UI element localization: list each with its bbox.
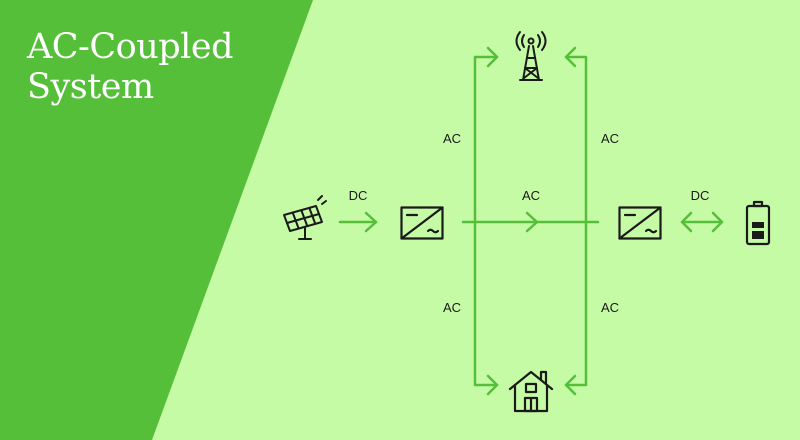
title-line-2: System — [27, 67, 154, 107]
ac-arrowhead-top-right — [564, 46, 577, 68]
ac-arrowhead-bottom-left — [486, 374, 499, 396]
page-title: AC-Coupled System — [27, 27, 234, 107]
inverter-icon — [400, 206, 444, 240]
label-ac-bottom-right: AC — [600, 300, 620, 315]
battery-icon — [745, 200, 771, 246]
solar-panel-icon — [283, 195, 327, 240]
grid-tower-icon — [515, 31, 547, 81]
house-icon — [508, 370, 554, 413]
title-panel — [0, 0, 313, 440]
label-dc-battery: DC — [690, 188, 710, 203]
label-ac-top-left: AC — [442, 131, 462, 146]
label-ac-top-right: AC — [600, 131, 620, 146]
title-line-1: AC-Coupled — [27, 27, 234, 67]
label-ac-bottom-left: AC — [442, 300, 462, 315]
label-ac-middle: AC — [521, 188, 541, 203]
dc-arrowhead-battery-left — [680, 211, 693, 233]
connection-lines — [338, 46, 724, 396]
battery-inverter-icon — [618, 206, 662, 240]
ac-left-vertical — [473, 55, 499, 387]
label-dc-solar: DC — [348, 188, 368, 203]
ac-right-vertical — [564, 55, 588, 387]
ac-bus-arrowhead — [525, 211, 539, 233]
dc-arrowhead-solar — [364, 211, 378, 233]
ac-arrowhead-bottom-right — [564, 374, 577, 396]
dc-arrowhead-battery-right — [711, 211, 724, 233]
ac-arrowhead-top-left — [486, 46, 499, 68]
